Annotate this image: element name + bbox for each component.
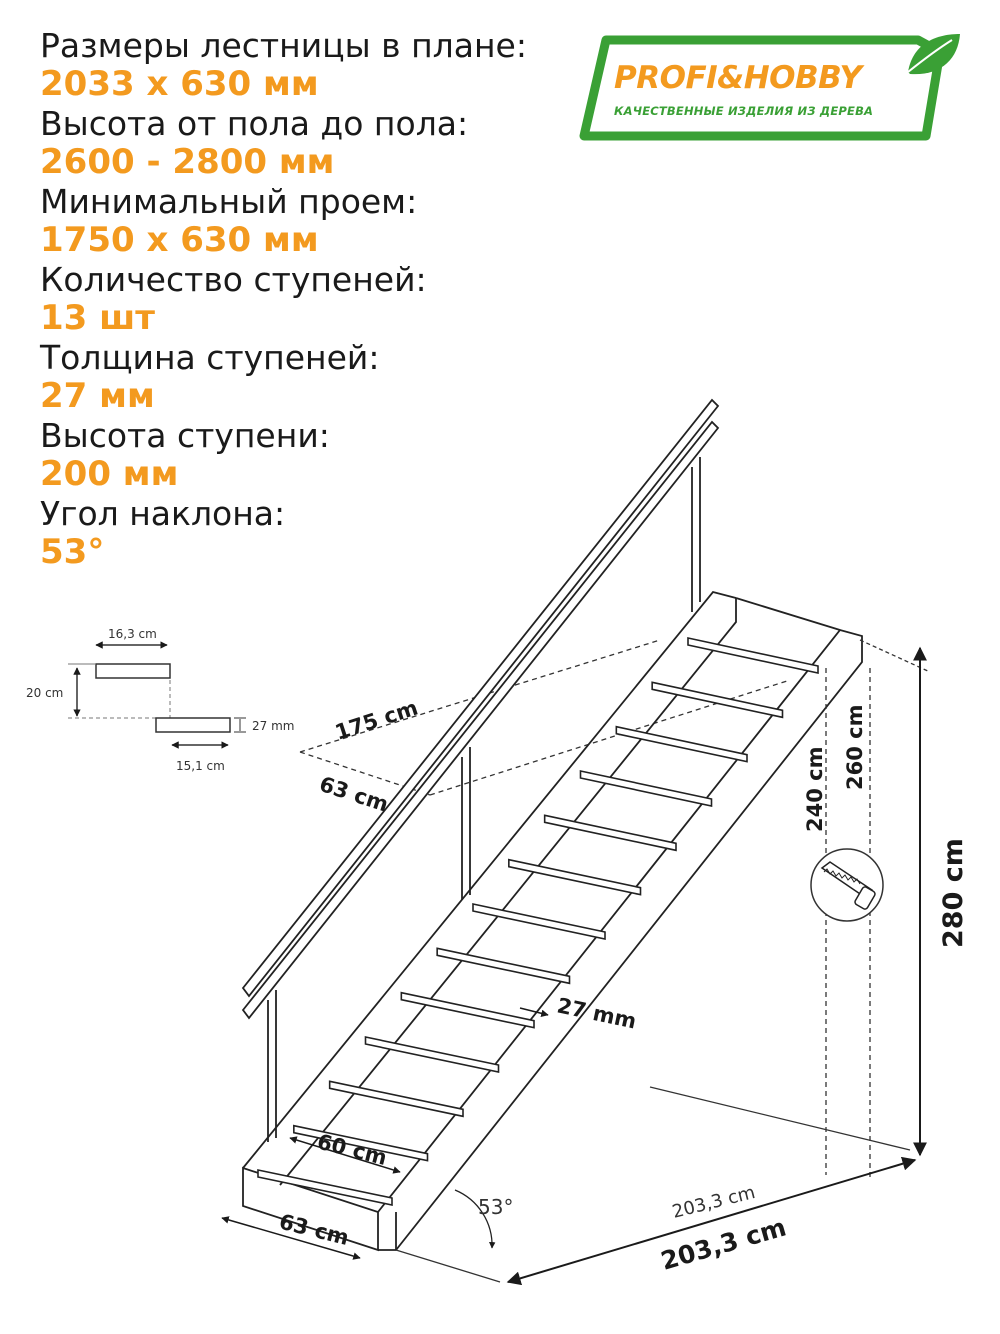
logo-tagline: КАЧЕСТВЕННЫЕ ИЗДЕЛИЯ ИЗ ДЕРЕВА — [614, 104, 874, 118]
dim-opening-length: 175 cm — [332, 696, 421, 745]
ceiling-opening — [299, 639, 791, 796]
stair-treads — [257, 637, 819, 1206]
detail-riser-label: 20 cm — [26, 686, 63, 700]
spec-value-min-opening: 1750 x 630 мм — [40, 220, 319, 260]
spec-value-floor-height: 2600 - 2800 мм — [40, 142, 335, 182]
spec-label-step-height: Высота ступени: — [40, 416, 330, 455]
stair-tread — [328, 1080, 464, 1118]
spec-value-angle: 53° — [40, 532, 105, 572]
stair-stringers — [242, 590, 863, 1252]
spec-label-angle: Угол наклона: — [40, 494, 286, 533]
logo-brand-name: PROFI&HOBBY — [614, 60, 862, 96]
dim-angle: 53° — [478, 1195, 513, 1219]
detail-thickness-label: 27 mm — [252, 719, 294, 733]
spec-value-step-thickness: 27 мм — [40, 376, 155, 416]
dim-length-thin: 203,3 cm — [670, 1182, 757, 1223]
spec-label-floor-height: Высота от пола до пола: — [40, 104, 469, 143]
handrail — [241, 398, 720, 1142]
stair-tread — [400, 991, 535, 1029]
spec-label-min-opening: Минимальный проем: — [40, 182, 418, 221]
spec-value-plan-size: 2033 x 630 мм — [40, 64, 319, 104]
spec-list: Размеры лестницы в плане: 2033 x 630 мм … — [40, 26, 527, 572]
dimension-arrows — [221, 646, 927, 1286]
stair-tread — [687, 637, 819, 674]
dim-height-280: 280 cm — [938, 838, 969, 948]
detail-going-label: 15,1 cm — [176, 759, 225, 773]
stair-tread — [472, 903, 606, 940]
spec-value-step-count: 13 шт — [40, 298, 155, 338]
dim-step-thickness: 27 mm — [555, 993, 639, 1033]
stair-tread — [651, 681, 784, 719]
floor-lines — [395, 639, 931, 1283]
stair-tread — [257, 1169, 393, 1206]
step-detail: 16,3 cm 20 cm 27 mm 15,1 cm — [26, 627, 294, 773]
stair-tread — [364, 1036, 500, 1073]
stair-tread — [508, 858, 642, 896]
leaf-icon — [907, 34, 960, 75]
spec-label-step-thickness: Толщина ступеней: — [40, 338, 380, 377]
dim-height-260: 260 cm — [843, 705, 867, 790]
detail-tread-depth-label: 16,3 cm — [108, 627, 157, 641]
dim-height-240: 240 cm — [803, 747, 827, 832]
spec-label-plan-size: Размеры лестницы в плане: — [40, 26, 527, 65]
logo-frame — [579, 34, 960, 141]
stair-tread — [543, 814, 677, 852]
brand-logo: PROFI&HOBBY КАЧЕСТВЕННЫЕ ИЗДЕЛИЯ ИЗ ДЕРЕ… — [578, 32, 963, 144]
stair-tread — [615, 725, 748, 763]
spec-value-step-height: 200 мм — [40, 454, 179, 494]
spec-label-step-count: Количество ступеней: — [40, 260, 427, 299]
saw-icon — [810, 848, 884, 922]
dim-tread-width: 60 cm — [315, 1130, 390, 1170]
stair-tread — [436, 947, 571, 985]
stair-tread — [579, 770, 713, 807]
